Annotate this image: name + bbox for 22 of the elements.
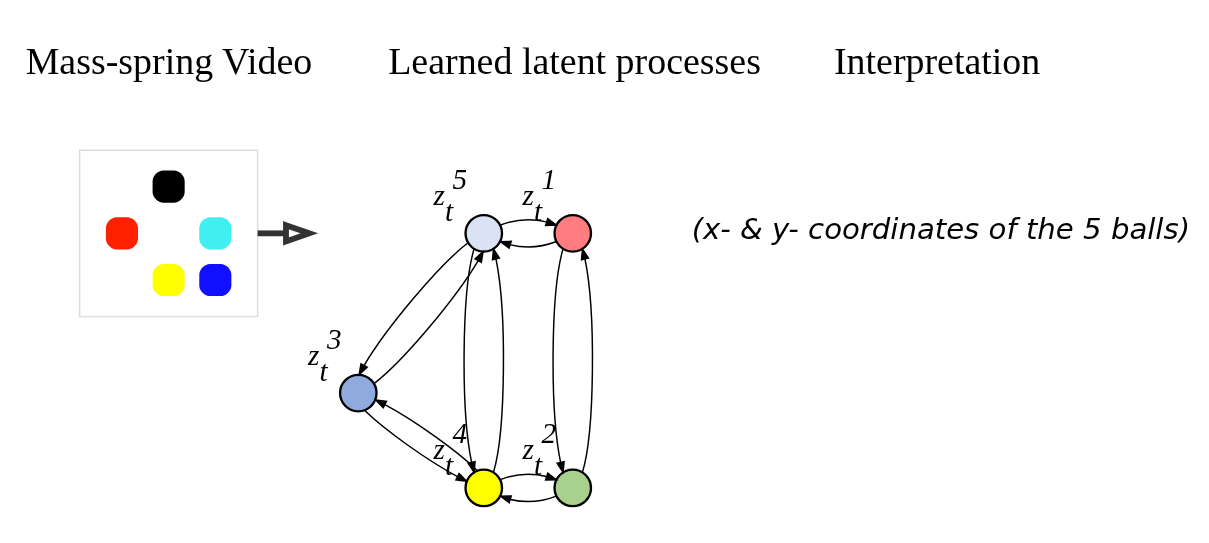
arrow xyxy=(491,246,505,473)
label: (x- & y- coordinates of the 5 balls) xyxy=(691,211,1191,246)
label: Learned latent processes xyxy=(388,39,761,82)
node-circle xyxy=(553,468,593,507)
arrow xyxy=(373,398,478,471)
label: Interpretation xyxy=(833,39,1041,82)
arrow xyxy=(499,216,559,226)
arrow xyxy=(580,246,594,473)
arrow xyxy=(358,241,469,376)
node-circle xyxy=(464,468,504,507)
arrow xyxy=(364,409,469,482)
arrow xyxy=(552,247,565,474)
arrow xyxy=(498,494,558,504)
arrow xyxy=(373,249,485,384)
node-circle xyxy=(464,213,504,253)
node-picture xyxy=(78,148,259,317)
arrow xyxy=(498,240,558,249)
arrow xyxy=(499,471,559,481)
node-circle xyxy=(338,373,378,412)
node-circle xyxy=(553,213,593,253)
label: Mass-spring Video xyxy=(25,39,313,82)
arrow xyxy=(257,220,319,246)
